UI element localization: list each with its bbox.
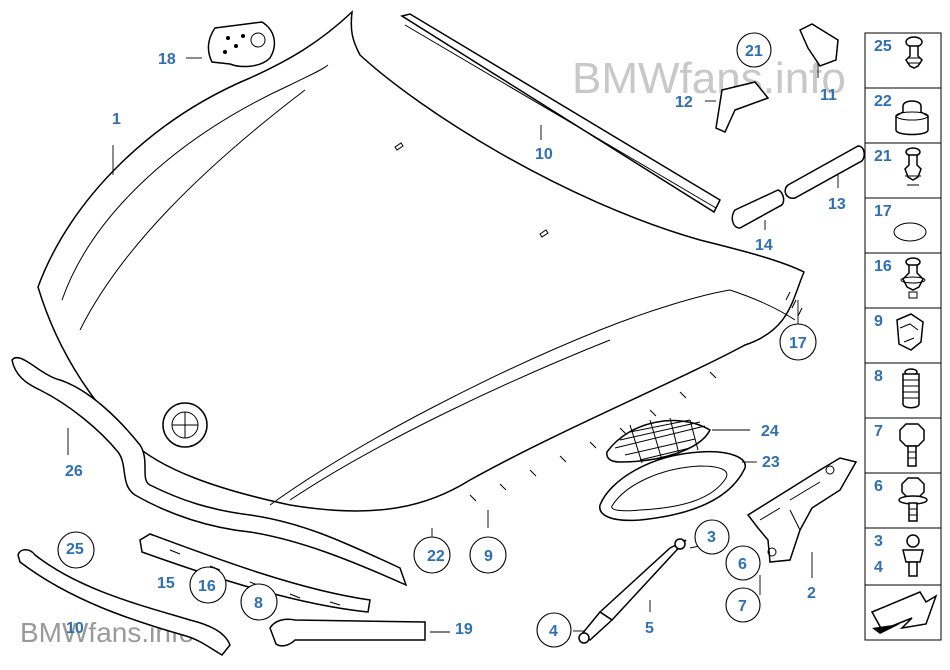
legend-label-6: 6 bbox=[874, 478, 883, 495]
callout-26: 26 bbox=[65, 463, 83, 480]
callout-17: 17 bbox=[789, 335, 807, 352]
gas-strut-5 bbox=[578, 538, 687, 644]
expanding-rivet-icon-16 bbox=[900, 257, 926, 299]
callout-13: 13 bbox=[828, 196, 846, 213]
legend-label-8: 8 bbox=[874, 368, 883, 385]
callout-14: 14 bbox=[755, 237, 773, 254]
hood-panel bbox=[37, 10, 805, 512]
strip-14 bbox=[731, 189, 785, 229]
callout-5: 5 bbox=[645, 620, 654, 637]
callout-11: 11 bbox=[820, 87, 837, 104]
legend-column: 25 22 21 17 16 9 8 7 6 3 4 bbox=[864, 32, 942, 641]
hinge-plate-18 bbox=[207, 21, 276, 68]
legend-label-22: 22 bbox=[874, 93, 892, 110]
callout-19: 19 bbox=[455, 621, 473, 638]
bracket-12 bbox=[715, 81, 770, 133]
callout-circles bbox=[57, 32, 817, 648]
legend-label-4: 4 bbox=[874, 559, 883, 576]
hinge-2 bbox=[746, 457, 858, 563]
o-ring-icon bbox=[893, 222, 927, 242]
callout-4: 4 bbox=[549, 623, 558, 640]
callout-23: 23 bbox=[762, 454, 780, 471]
arrow-icon bbox=[870, 591, 938, 634]
callout-9: 9 bbox=[484, 548, 493, 565]
clip-nut-icon bbox=[896, 313, 924, 351]
frame-23 bbox=[599, 450, 746, 522]
grille-24 bbox=[606, 417, 711, 464]
callout-18: 18 bbox=[158, 51, 176, 68]
callout-24: 24 bbox=[761, 423, 779, 440]
callout-15: 15 bbox=[157, 575, 175, 592]
legend-label-7: 7 bbox=[874, 423, 883, 440]
callout-3: 3 bbox=[707, 529, 716, 546]
hex-bolt-washer-icon bbox=[898, 477, 928, 522]
callout-8: 8 bbox=[254, 595, 263, 612]
callout-1: 1 bbox=[112, 111, 121, 128]
expanding-rivet-icon bbox=[904, 147, 922, 186]
callout-labels: 1 18 10 21 12 11 13 14 17 24 23 26 22 9 … bbox=[65, 43, 846, 640]
callout-21: 21 bbox=[745, 43, 763, 60]
legend-label-16: 16 bbox=[874, 258, 892, 275]
callout-12: 12 bbox=[675, 94, 693, 111]
legend-label-9: 9 bbox=[874, 313, 883, 330]
rubber-buffer-icon bbox=[895, 100, 929, 136]
legend-cell-3-4 bbox=[864, 527, 942, 586]
strip-20 bbox=[17, 549, 231, 656]
legend-cell-21 bbox=[864, 142, 942, 199]
trim-strip-10 bbox=[400, 13, 721, 214]
strip-19 bbox=[269, 618, 426, 647]
legend-label-3: 3 bbox=[874, 533, 883, 550]
ball-stud-icon bbox=[902, 534, 924, 577]
hex-bolt-icon bbox=[899, 423, 925, 467]
clip-11 bbox=[799, 23, 839, 67]
watermark-top: BMWfans.info bbox=[572, 54, 846, 103]
adjusting-buffer-icon bbox=[902, 368, 920, 409]
legend-label-21: 21 bbox=[874, 148, 892, 165]
callout-25: 25 bbox=[66, 541, 84, 558]
callout-22: 22 bbox=[427, 548, 445, 565]
callout-10: 10 bbox=[535, 146, 553, 163]
callout-2: 2 bbox=[807, 585, 816, 602]
legend-label-17: 17 bbox=[874, 203, 892, 220]
callout-6: 6 bbox=[738, 556, 747, 573]
legend-label-25: 25 bbox=[874, 38, 892, 55]
legend-cell-25 bbox=[864, 32, 942, 89]
legend-cell-16 bbox=[864, 252, 942, 309]
push-rivet-icon bbox=[905, 36, 923, 69]
callout-20: 10 bbox=[66, 620, 84, 637]
hood-seal bbox=[11, 357, 408, 587]
strip-13 bbox=[784, 145, 865, 199]
callout-7: 7 bbox=[738, 598, 747, 615]
callout-16: 16 bbox=[198, 578, 216, 595]
